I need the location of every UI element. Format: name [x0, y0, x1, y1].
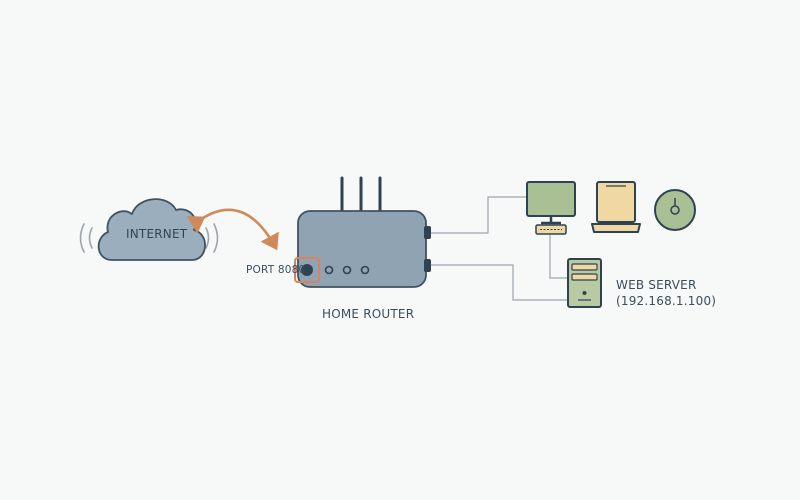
keyboard-icon [535, 224, 567, 235]
router-led [360, 265, 370, 275]
ethernet-cables [431, 196, 567, 301]
port-label: PORT 8080 [246, 264, 306, 276]
router-label: HOME ROUTER [322, 307, 415, 321]
server-name-label: WEB SERVER [616, 278, 697, 292]
antenna-icon [340, 176, 382, 214]
desktop-computer-icon [526, 181, 576, 225]
port-highlight [294, 257, 320, 283]
router-led [342, 265, 352, 275]
disc-icon [654, 189, 696, 231]
router-icon [294, 210, 431, 288]
server-tower-icon [567, 258, 602, 308]
server-ip-label: (192.168.1.100) [616, 294, 717, 308]
internet-label: INTERNET [126, 227, 188, 241]
laptop-icon [591, 181, 641, 233]
port-8080-socket [301, 264, 313, 276]
router-led [324, 265, 334, 275]
double-arrow-icon [186, 208, 279, 251]
